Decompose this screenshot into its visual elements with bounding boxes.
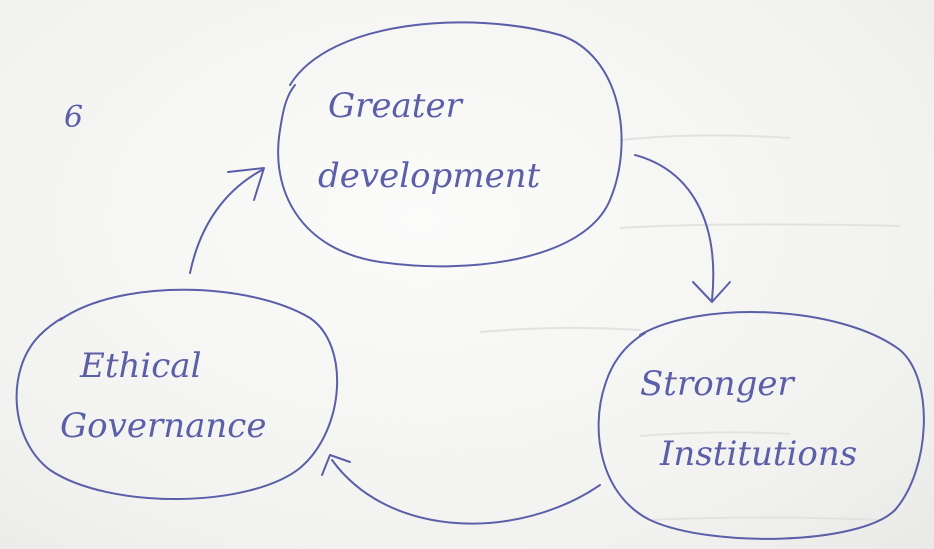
node-circle-top: [277, 21, 623, 268]
arrow-left-to-top: [189, 167, 265, 274]
node-circle-left: [15, 288, 339, 500]
node-right-line2: Institutions: [659, 434, 857, 474]
node-right-line1: Stronger: [640, 364, 795, 404]
background-show-through: [479, 134, 901, 521]
arrow-top-to-right: [634, 154, 731, 303]
node-circle-right: [597, 311, 925, 540]
node-stronger-institutions: Stronger Institutions: [597, 311, 925, 540]
node-left-line1: Ethical: [79, 346, 201, 386]
node-top-line1: Greater: [328, 86, 464, 126]
node-greater-development: Greater development: [277, 21, 623, 268]
node-left-line2: Governance: [60, 406, 266, 446]
step-number: 6: [64, 100, 83, 135]
arrow-right-to-left: [321, 454, 601, 525]
node-ethical-governance: Ethical Governance: [15, 288, 339, 500]
node-top-line2: development: [318, 156, 541, 196]
